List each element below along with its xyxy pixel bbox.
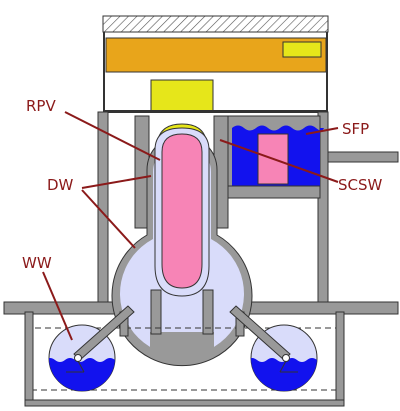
rpv-core	[161, 133, 203, 289]
pool-floor	[227, 185, 321, 199]
roof-hatched-slab	[102, 15, 329, 33]
sfp-label: SFP	[342, 120, 369, 138]
scsw-leader	[219, 139, 339, 183]
refuel-floor-hatch	[150, 79, 214, 113]
dw-leader-2	[81, 189, 136, 249]
labels: RPV DW WW SFP SCSW	[22, 97, 383, 272]
dw-leader-1	[81, 175, 152, 189]
torus-left-water	[49, 358, 115, 391]
crane-trolley	[282, 41, 322, 58]
pump-pipe-left-icon	[66, 354, 85, 373]
basement-wall-right	[335, 311, 345, 405]
pedestal-right	[202, 289, 214, 335]
reactor-pressure-vessel	[154, 123, 210, 297]
rpv-leader	[64, 111, 161, 161]
sfp-leader	[305, 127, 339, 135]
side-ledge-right	[327, 151, 399, 163]
pump-pipe-right-icon	[279, 354, 298, 373]
reactor-building-walls	[3, 111, 399, 315]
ground-slab-right	[235, 301, 399, 315]
ww-leader	[42, 271, 73, 341]
roof-frame-right	[326, 32, 328, 112]
rpv-label: RPV	[26, 97, 56, 115]
reactor-building-roof	[102, 15, 329, 113]
drywell-base-mat	[150, 332, 214, 356]
ground-slab-left	[3, 301, 130, 315]
torus-right-water	[251, 358, 317, 391]
basement-wall-left	[24, 311, 34, 405]
roof-frame-left	[103, 32, 105, 112]
refueling-floor	[103, 110, 328, 113]
scsw-label: SCSW	[338, 176, 383, 194]
pedestal-left	[150, 289, 162, 335]
ww-label: WW	[22, 254, 52, 272]
wetwell	[24, 305, 345, 407]
spent-fuel-pool	[227, 115, 324, 199]
basement-floor	[24, 399, 345, 407]
dw-label: DW	[47, 176, 74, 194]
leader-lines	[42, 111, 339, 341]
